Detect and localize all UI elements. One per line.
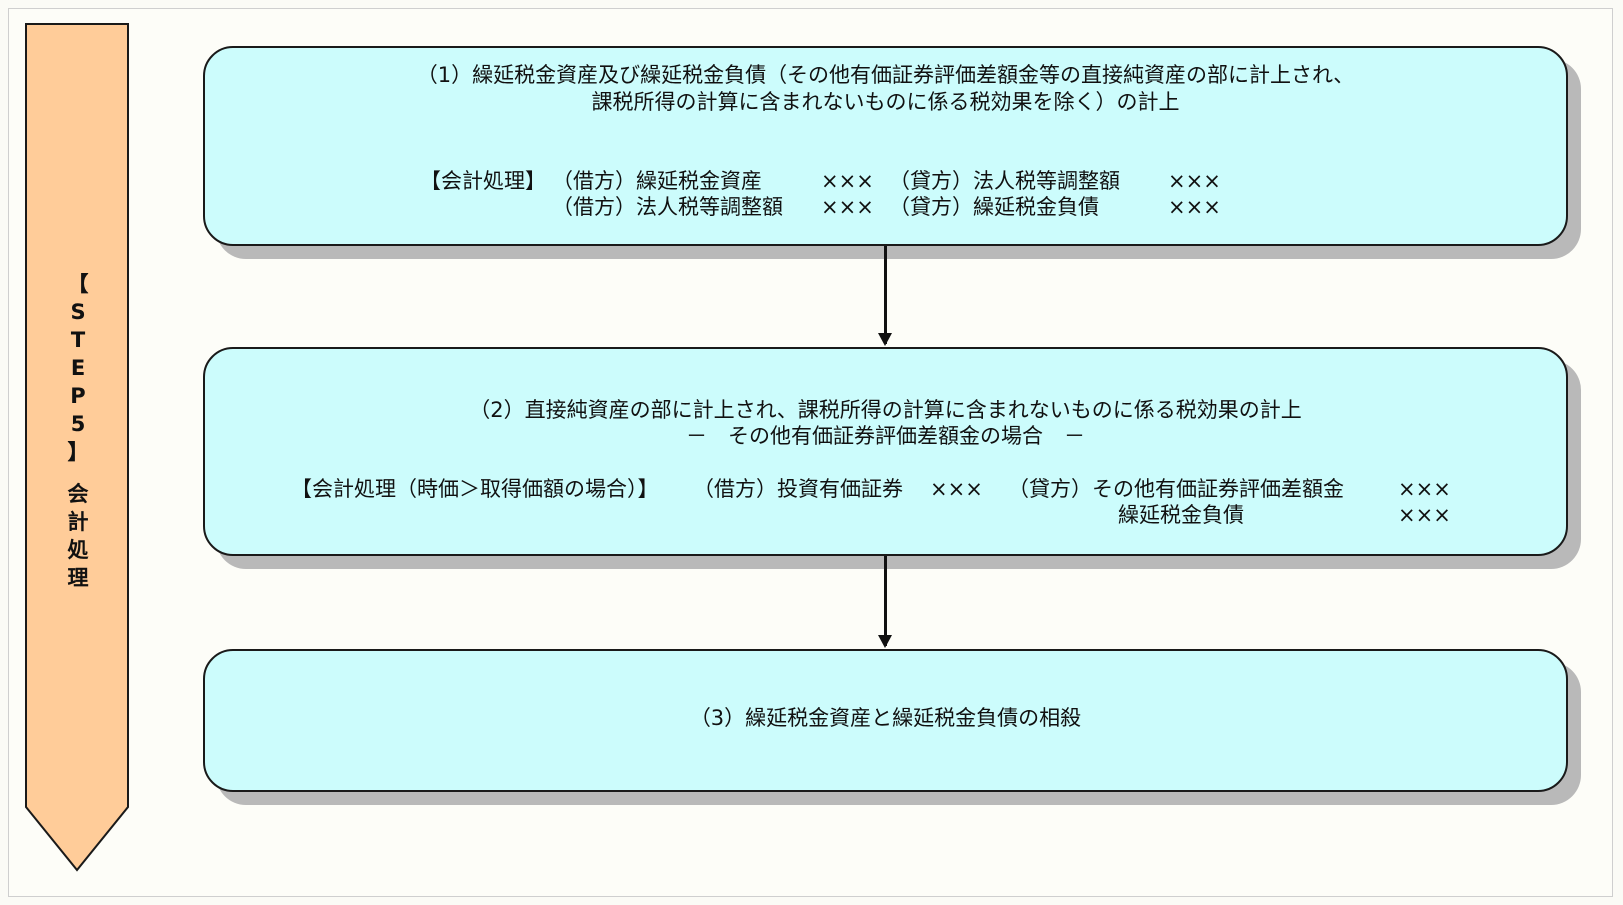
box2-debit-amount: ××× [930,477,983,501]
step-char: 【 [67,272,89,296]
step-label-char: 理 [67,566,89,590]
box2-title-line1: （2）直接純資産の部に計上され、課税所得の計算に含まれないものに係る税効果の計上 [469,398,1302,422]
step-char: T [70,328,86,352]
box2-credit: （貸方）その他有価証券評価差額金 [1008,477,1344,501]
box1-row1-credit-amount: ××× [1168,169,1221,193]
box2-entry-label: 【会計処理（時価＞取得価額の場合）】 [291,477,659,501]
step-box-3: （3）繰延税金資産と繰延税金負債の相殺 [203,649,1568,792]
box1-title-line1: （1）繰延税金資産及び繰延税金負債（その他有価証券評価差額金等の直接純資産の部に… [416,63,1355,87]
box3-title: （3）繰延税金資産と繰延税金負債の相殺 [689,706,1082,730]
box2-credit-amount: ××× [1398,477,1451,501]
step-label-char: 処 [67,538,89,562]
box1-title-line2: 課税所得の計算に含まれないものに係る税効果を除く）の計上 [591,90,1180,114]
box1-row2-debit-amount: ××× [821,195,874,219]
box1-row2-credit: （貸方）繰延税金負債 [889,195,1099,219]
step-arrow-shape [25,23,129,872]
box1-row1-debit-amount: ××× [821,169,874,193]
box1-row1-debit: （借方）繰延税金資産 [552,169,762,193]
box2-debit: （借方）投資有価証券 [693,477,903,501]
box1-row2-debit: （借方）法人税等調整額 [552,195,783,219]
arrow-connector-1 [878,246,892,346]
box2-credit2: 繰延税金負債 [1118,503,1244,527]
box2-title-line2: － その他有価証券評価差額金の場合 － [686,424,1085,448]
box1-entry-label: 【会計処理】 [420,169,546,193]
step-char: P [70,384,86,408]
step-char: 5 [70,412,86,436]
box1-row2-credit-amount: ××× [1168,195,1221,219]
step-char: 】 [67,440,89,464]
step-box-1: （1）繰延税金資産及び繰延税金負債（その他有価証券評価差額金等の直接純資産の部に… [203,46,1568,246]
step-char: E [70,356,86,380]
step-arrow-polygon [25,23,129,872]
step-box-2: （2）直接純資産の部に計上され、課税所得の計算に含まれないものに係る税効果の計上… [203,347,1568,556]
step-label-char: 計 [67,510,89,534]
box1-row1-credit: （貸方）法人税等調整額 [889,169,1120,193]
step-char: S [70,300,86,324]
step-label-char: 会 [67,482,89,506]
step-label: 【 S T E P 5 】 会 計 処 理 [24,270,132,592]
arrow-connector-2 [878,556,892,648]
box2-credit2-amount: ××× [1398,503,1451,527]
